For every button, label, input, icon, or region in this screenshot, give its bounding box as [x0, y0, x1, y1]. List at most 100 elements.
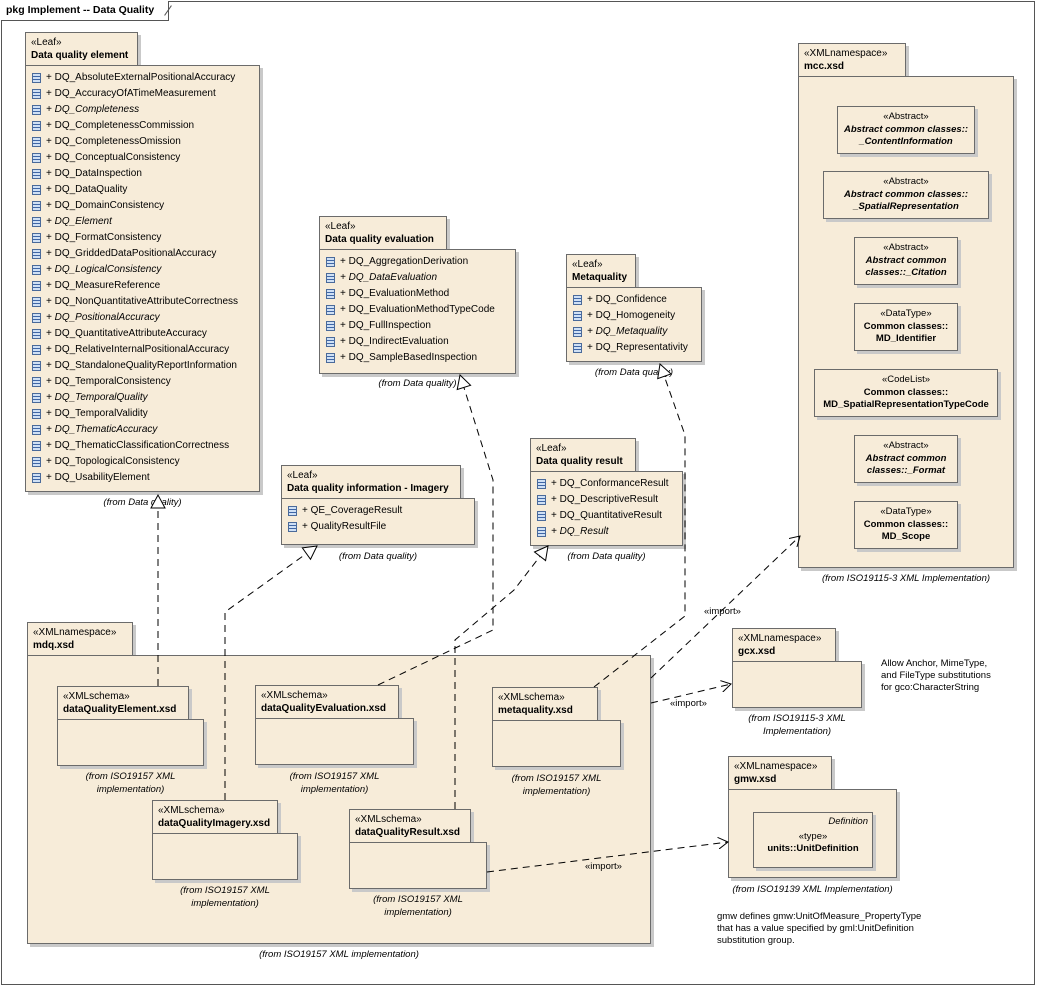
package-name: Data quality element: [31, 50, 129, 61]
class-stereotype: «DataType»: [880, 506, 932, 517]
list-item-label: + DQ_EvaluationMethod: [340, 288, 450, 299]
list-item-label: + DQ_EvaluationMethodTypeCode: [340, 304, 495, 315]
list-item[interactable]: + DQ_GriddedDataPositionalAccuracy: [32, 246, 259, 262]
schema-data-quality-result[interactable]: «XMLschema» dataQualityResult.xsd: [349, 809, 487, 889]
list-item[interactable]: + DQ_IndirectEvaluation: [326, 334, 515, 350]
list-item[interactable]: + DQ_FormatConsistency: [32, 230, 259, 246]
package-icon: [537, 495, 546, 505]
package-data-quality-result[interactable]: «Leaf» Data quality result + DQ_Conforma…: [530, 438, 683, 546]
list-item[interactable]: + DQ_ConceptualConsistency: [32, 150, 259, 166]
list-item[interactable]: + DQ_TemporalQuality: [32, 390, 259, 406]
package-icon: [32, 185, 41, 195]
package-icon: [32, 169, 41, 179]
schema-name: dataQualityEvaluation.xsd: [261, 703, 387, 714]
package-name: mdq.xsd: [33, 640, 75, 651]
package-icon: [32, 249, 41, 259]
package-origin: (from ISO19115-3 XML Implementation): [821, 573, 991, 584]
list-item[interactable]: + DQ_LogicalConsistency: [32, 262, 259, 278]
package-icon: [32, 121, 41, 131]
list-item[interactable]: + DQ_TemporalValidity: [32, 406, 259, 422]
class-md-identifier[interactable]: «DataType» Common classes:: MD_Identifie…: [854, 303, 958, 351]
list-item[interactable]: + DQ_CompletenessOmission: [32, 134, 259, 150]
list-item[interactable]: + DQ_Completeness: [32, 102, 259, 118]
package-icon: [32, 105, 41, 115]
package-data-quality-element[interactable]: «Leaf» Data quality element + DQ_Absolut…: [25, 32, 260, 492]
list-item[interactable]: + DQ_UsabilityElement: [32, 470, 259, 486]
list-item[interactable]: + DQ_Confidence: [573, 292, 701, 308]
list-item[interactable]: + DQ_ThematicClassificationCorrectness: [32, 438, 259, 454]
list-item[interactable]: + DQ_AggregationDerivation: [326, 254, 515, 270]
package-icon: [32, 457, 41, 467]
list-item[interactable]: + DQ_StandaloneQualityReportInformation: [32, 358, 259, 374]
list-item[interactable]: + DQ_EvaluationMethodTypeCode: [326, 302, 515, 318]
list-item[interactable]: + DQ_QuantitativeResult: [537, 508, 682, 524]
list-item-label: + DQ_CompletenessOmission: [46, 136, 181, 147]
package-data-quality-imagery[interactable]: «Leaf» Data quality information - Imager…: [281, 465, 475, 545]
list-item[interactable]: + DQ_RelativeInternalPositionalAccuracy: [32, 342, 259, 358]
package-stereotype: «Leaf»: [31, 37, 62, 48]
item-list: + QE_CoverageResult+ QualityResultFile: [282, 499, 474, 535]
package-icon: [32, 329, 41, 339]
list-item[interactable]: + DQ_TemporalConsistency: [32, 374, 259, 390]
class-citation[interactable]: «Abstract» Abstract common classes::_Cit…: [854, 237, 958, 285]
schema-data-quality-imagery[interactable]: «XMLschema» dataQualityImagery.xsd: [152, 800, 298, 880]
list-item[interactable]: + DQ_Metaquality: [573, 324, 701, 340]
schema-metaquality[interactable]: «XMLschema» metaquality.xsd: [492, 687, 621, 767]
package-icon: [32, 441, 41, 451]
list-item[interactable]: + DQ_TopologicalConsistency: [32, 454, 259, 470]
list-item[interactable]: + DQ_DomainConsistency: [32, 198, 259, 214]
list-item[interactable]: + DQ_CompletenessCommission: [32, 118, 259, 134]
list-item[interactable]: + DQ_Element: [32, 214, 259, 230]
list-item[interactable]: + DQ_EvaluationMethod: [326, 286, 515, 302]
list-item[interactable]: + DQ_DescriptiveResult: [537, 492, 682, 508]
class-stereotype: «Abstract»: [883, 440, 929, 451]
list-item[interactable]: + DQ_DataEvaluation: [326, 270, 515, 286]
class-md-spatial-representation-type-code[interactable]: «CodeList» Common classes:: MD_SpatialRe…: [814, 369, 998, 417]
package-data-quality-evaluation[interactable]: «Leaf» Data quality evaluation + DQ_Aggr…: [319, 216, 516, 374]
class-content-information[interactable]: «Abstract» Abstract common classes:: _Co…: [837, 106, 975, 154]
list-item[interactable]: + DQ_NonQuantitativeAttributeCorrectness: [32, 294, 259, 310]
package-icon: [32, 217, 41, 227]
list-item[interactable]: + DQ_Homogeneity: [573, 308, 701, 324]
list-item-label: + DQ_StandaloneQualityReportInformation: [46, 360, 237, 371]
list-item[interactable]: + DQ_ConformanceResult: [537, 476, 682, 492]
package-name: mcc.xsd: [804, 61, 845, 72]
list-item[interactable]: + DQ_Result: [537, 524, 682, 540]
class-spatial-representation[interactable]: «Abstract» Abstract common classes:: _Sp…: [823, 171, 989, 219]
class-stereotype: «Abstract»: [883, 111, 929, 122]
class-md-scope[interactable]: «DataType» Common classes:: MD_Scope: [854, 501, 958, 549]
class-unit-definition[interactable]: Definition «type» units::UnitDefinition: [753, 812, 873, 868]
package-icon: [32, 73, 41, 83]
package-icon: [326, 289, 335, 299]
package-icon: [32, 473, 41, 483]
package-name: gcx.xsd: [738, 646, 776, 657]
class-format[interactable]: «Abstract» Abstract common classes::_For…: [854, 435, 958, 483]
package-stereotype: «XMLnamespace»: [738, 633, 822, 644]
schema-data-quality-evaluation[interactable]: «XMLschema» dataQualityEvaluation.xsd: [255, 685, 414, 765]
list-item[interactable]: + DQ_DataQuality: [32, 182, 259, 198]
list-item-label: + DQ_DomainConsistency: [46, 200, 165, 211]
class-name: Abstract common classes:: _SpatialRepres…: [843, 188, 969, 213]
package-gcx-xsd[interactable]: «XMLnamespace» gcx.xsd: [732, 628, 862, 708]
list-item[interactable]: + DQ_Representativity: [573, 340, 701, 356]
list-item-label: + DQ_PositionalAccuracy: [46, 312, 160, 323]
list-item[interactable]: + QE_CoverageResult: [288, 503, 474, 519]
list-item[interactable]: + DQ_ThematicAccuracy: [32, 422, 259, 438]
list-item[interactable]: + DQ_QuantitativeAttributeAccuracy: [32, 326, 259, 342]
schema-stereotype: «XMLschema»: [261, 690, 328, 701]
list-item[interactable]: + DQ_PositionalAccuracy: [32, 310, 259, 326]
schema-data-quality-element[interactable]: «XMLschema» dataQualityElement.xsd: [57, 686, 204, 766]
list-item[interactable]: + DQ_FullInspection: [326, 318, 515, 334]
package-icon: [573, 295, 582, 305]
package-metaquality[interactable]: «Leaf» Metaquality + DQ_Confidence+ DQ_H…: [566, 254, 702, 362]
item-list: + DQ_Confidence+ DQ_Homogeneity+ DQ_Meta…: [567, 288, 701, 356]
list-item[interactable]: + DQ_AccuracyOfATimeMeasurement: [32, 86, 259, 102]
package-icon: [32, 89, 41, 99]
list-item[interactable]: + DQ_SampleBasedInspection: [326, 350, 515, 366]
list-item[interactable]: + DQ_DataInspection: [32, 166, 259, 182]
package-icon: [32, 393, 41, 403]
list-item[interactable]: + DQ_MeasureReference: [32, 278, 259, 294]
list-item[interactable]: + DQ_AbsoluteExternalPositionalAccuracy: [32, 70, 259, 86]
list-item[interactable]: + QualityResultFile: [288, 519, 474, 535]
